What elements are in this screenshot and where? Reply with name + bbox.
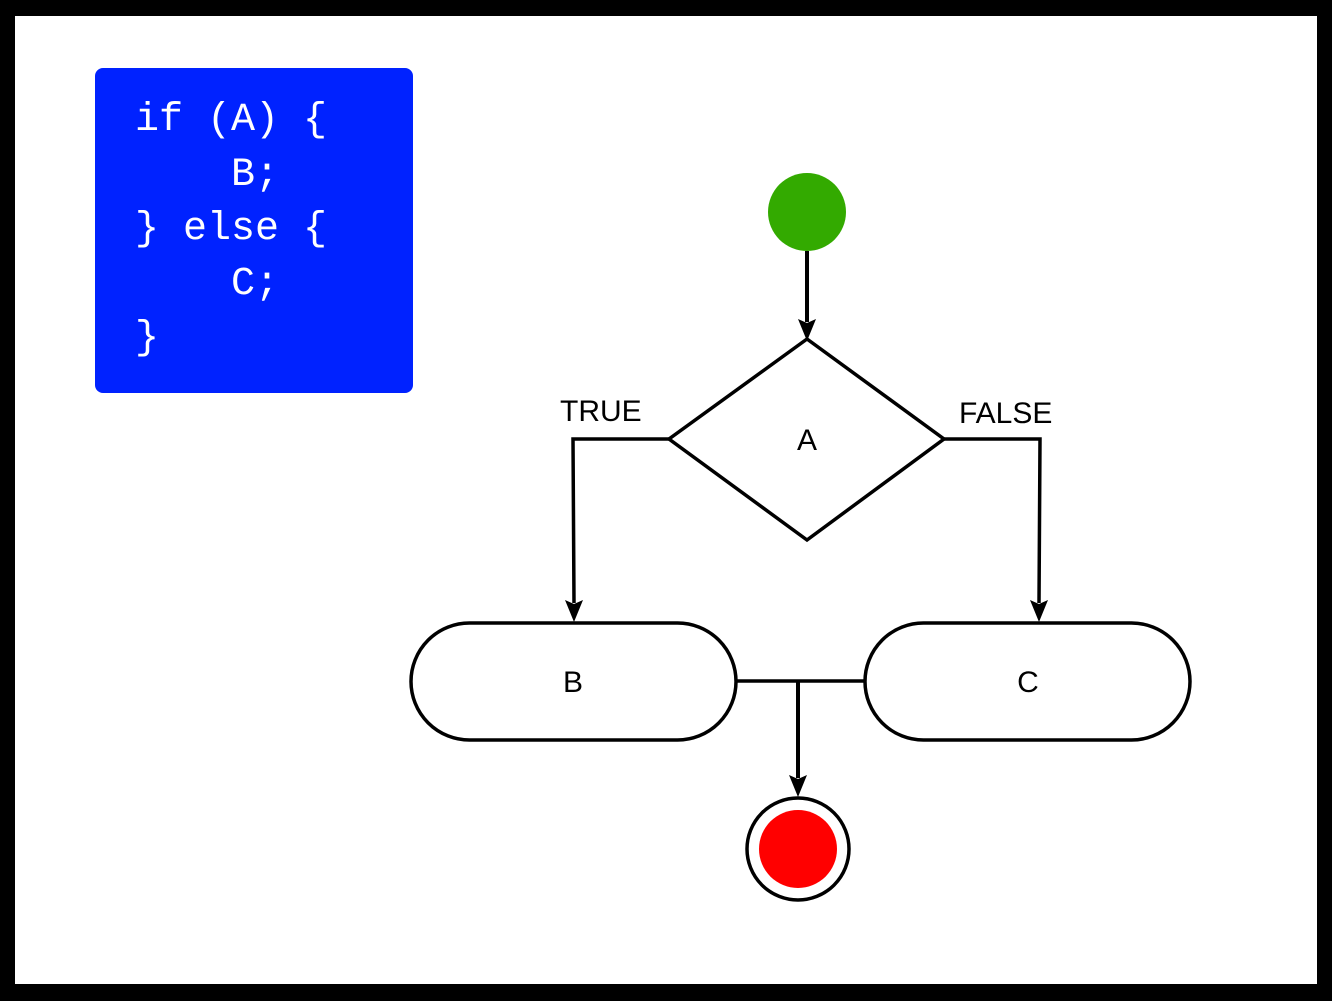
code-line: C; bbox=[135, 261, 280, 307]
start-node bbox=[768, 173, 846, 251]
end-node bbox=[759, 810, 837, 888]
code-line: } bbox=[135, 316, 160, 361]
arrowhead-action-b bbox=[565, 600, 583, 622]
action-c-label: C bbox=[1017, 666, 1039, 699]
code-line: if (A) { bbox=[135, 98, 328, 143]
arrowhead-action-c bbox=[1030, 600, 1048, 622]
arrowhead-end bbox=[789, 775, 807, 797]
code-panel: if (A) { B; } else { C; } bbox=[95, 68, 413, 393]
code-line: B; bbox=[135, 152, 280, 198]
arrowhead-decision bbox=[798, 319, 816, 341]
decision-label: A bbox=[797, 424, 817, 457]
code-line: } else { bbox=[135, 207, 328, 252]
decision-node bbox=[666, 336, 947, 543]
true-label: TRUE bbox=[560, 395, 642, 428]
action-b-label: B bbox=[563, 666, 583, 699]
false-label: FALSE bbox=[959, 397, 1052, 430]
connector-false-branch bbox=[944, 437, 1042, 604]
connector-true-branch bbox=[571, 437, 669, 604]
